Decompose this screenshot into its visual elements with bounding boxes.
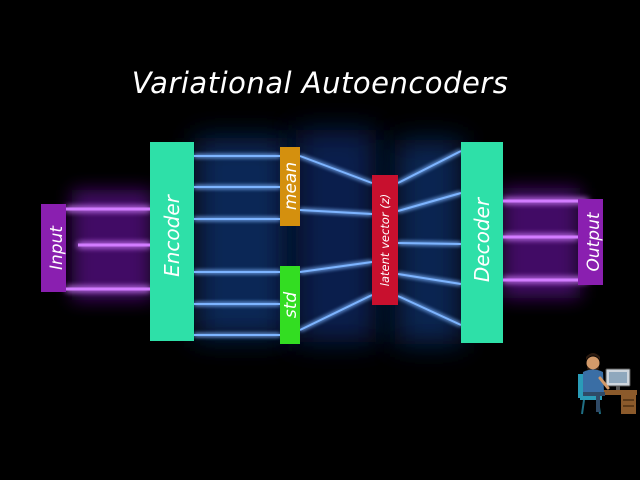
latent-decoder-connections <box>397 150 462 326</box>
connection-line <box>397 273 462 285</box>
std-block: std <box>280 266 301 344</box>
person-at-computer-icon <box>578 353 637 415</box>
diagram-title: Variational Autoencoders <box>131 66 509 100</box>
connection-line <box>397 192 462 212</box>
connection-line <box>299 209 373 215</box>
output-label: Output <box>584 211 604 271</box>
connection-line <box>299 155 373 184</box>
mean-label: mean <box>281 162 301 210</box>
std-label: std <box>281 292 301 319</box>
connection-line <box>397 242 462 245</box>
decoder-block: Decoder <box>461 142 503 343</box>
mean-std-latent-connections <box>299 155 373 331</box>
latent-vector-block: latent vector (z) <box>372 175 398 305</box>
encoder-label: Encoder <box>160 193 184 277</box>
latent-label: latent vector (z) <box>378 194 392 286</box>
mean-block: mean <box>280 147 301 226</box>
decoder-output-connections <box>503 199 588 282</box>
input-encoder-connections <box>66 207 150 291</box>
connection-line <box>397 295 462 326</box>
output-block: Output <box>578 199 604 285</box>
input-label: Input <box>47 225 67 270</box>
decoder-label: Decoder <box>470 196 494 282</box>
input-block: Input <box>41 204 67 292</box>
connection-line <box>397 150 462 184</box>
encoder-block: Encoder <box>150 142 194 341</box>
encoder-mean-std-connections <box>194 155 280 336</box>
connection-line <box>299 261 373 273</box>
connection-line <box>299 294 373 331</box>
